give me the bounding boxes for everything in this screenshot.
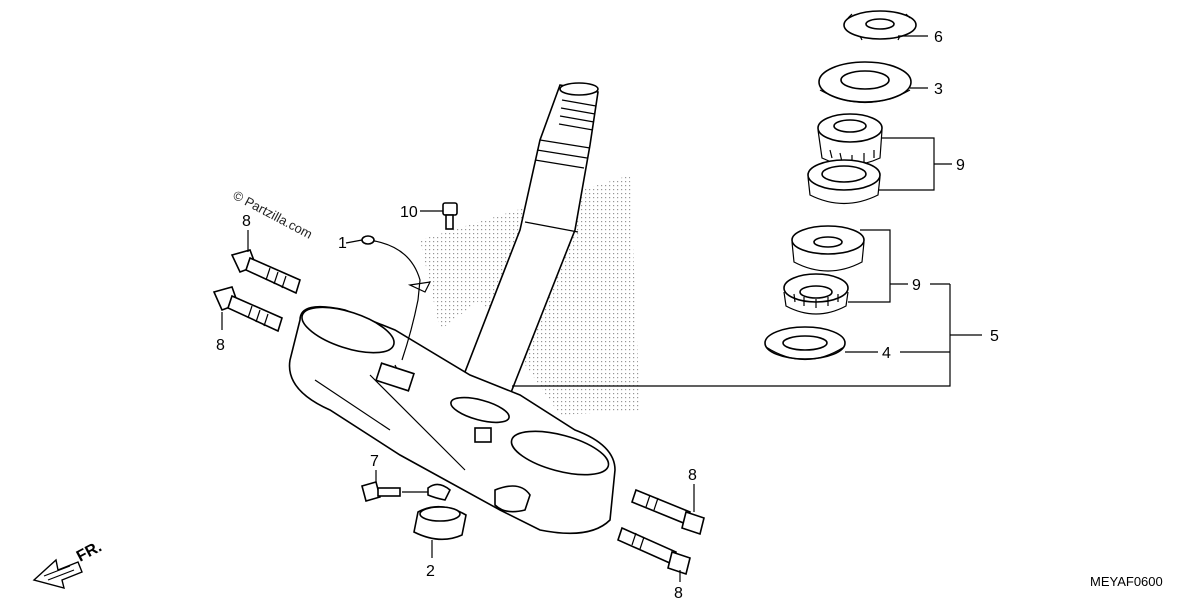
bolt-8-right-upper: [631, 488, 705, 536]
callout-6: 6: [934, 29, 943, 46]
callout-3: 3: [934, 81, 943, 98]
bearing-race-upper-9: [807, 159, 881, 204]
bolt-8-right-lower: [617, 526, 691, 576]
dust-seal-4: [764, 326, 846, 361]
steering-stem-bracket: [288, 305, 616, 535]
callout-2: 2: [426, 563, 435, 580]
bearing-upper-9: [817, 113, 883, 166]
leader-lines: [221, 35, 982, 582]
harness-wire-stay: [361, 235, 432, 361]
bolt-7: [361, 481, 401, 502]
bearing-lower-9: [783, 273, 849, 315]
bearing-race-lower-9: [791, 225, 865, 272]
lock-nut-6: [843, 10, 917, 41]
bolt-8-lower: [212, 286, 283, 333]
callout-8-upper-left: 8: [242, 213, 251, 230]
callout-9-lower: 9: [912, 277, 921, 294]
bolt-10: [442, 202, 458, 230]
callout-1: 1: [338, 235, 347, 252]
bolt-8-upper: [230, 249, 301, 295]
callout-7: 7: [370, 453, 379, 470]
callout-9-upper: 9: [956, 157, 965, 174]
callout-8-right-lower: 8: [674, 585, 683, 599]
callout-4: 4: [882, 345, 891, 362]
callout-8-right-upper: 8: [688, 467, 697, 484]
cable-clamp-2: [413, 483, 467, 541]
front-direction-arrow: FR.: [32, 538, 105, 589]
callout-8-lower-left: 8: [216, 337, 225, 354]
callout-5: 5: [990, 328, 999, 345]
diagram-code: MEYAF0600: [1090, 574, 1163, 589]
steering-stem: [456, 82, 599, 396]
callout-10: 10: [400, 204, 418, 221]
dust-seal-3: [818, 61, 912, 104]
